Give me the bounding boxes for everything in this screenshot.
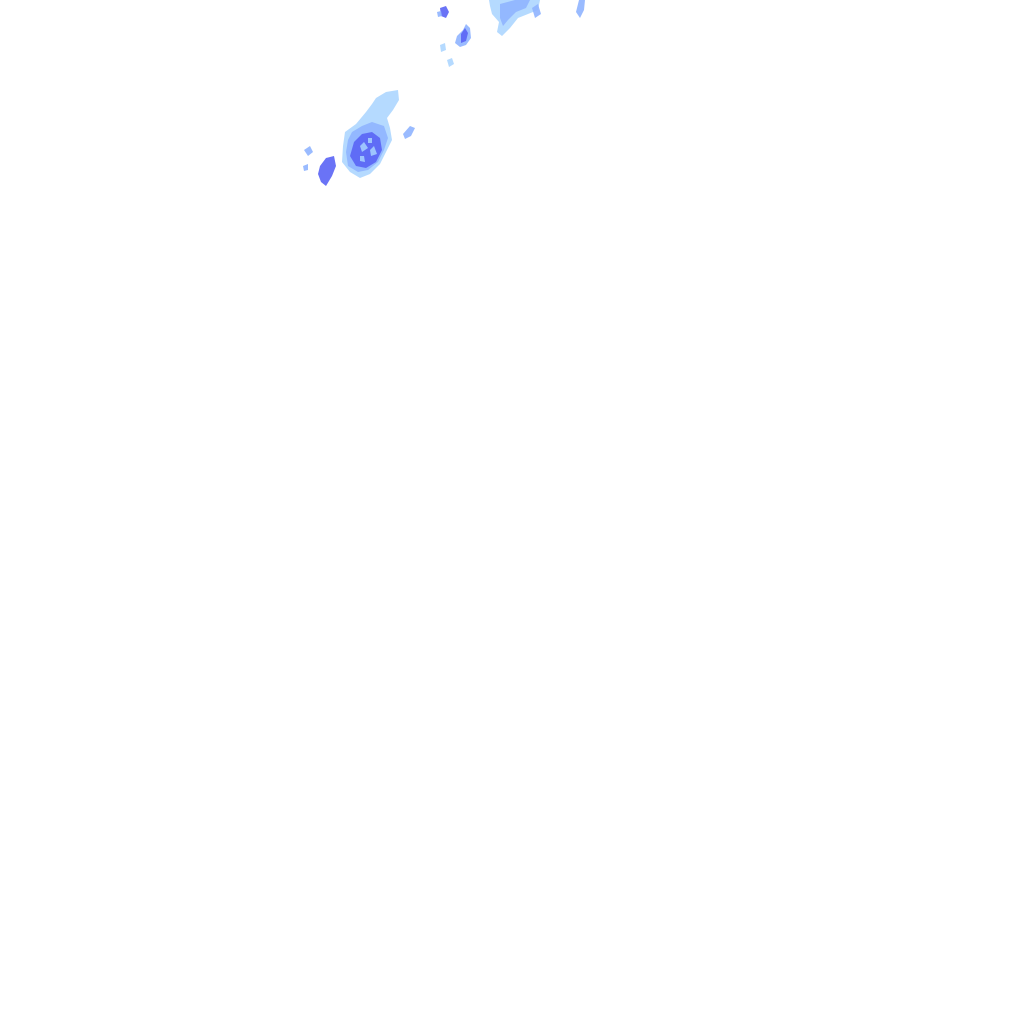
precip-cell-top-left: [437, 6, 449, 18]
precip-cell-top-right: [489, 0, 541, 36]
precip-cell-west: [303, 146, 336, 186]
precip-cell-top-far-right: [576, 0, 585, 18]
precip-cell-top-mid: [440, 24, 471, 67]
precip-cell-main: [342, 90, 399, 178]
precip-cell-east-fragment: [403, 126, 415, 139]
